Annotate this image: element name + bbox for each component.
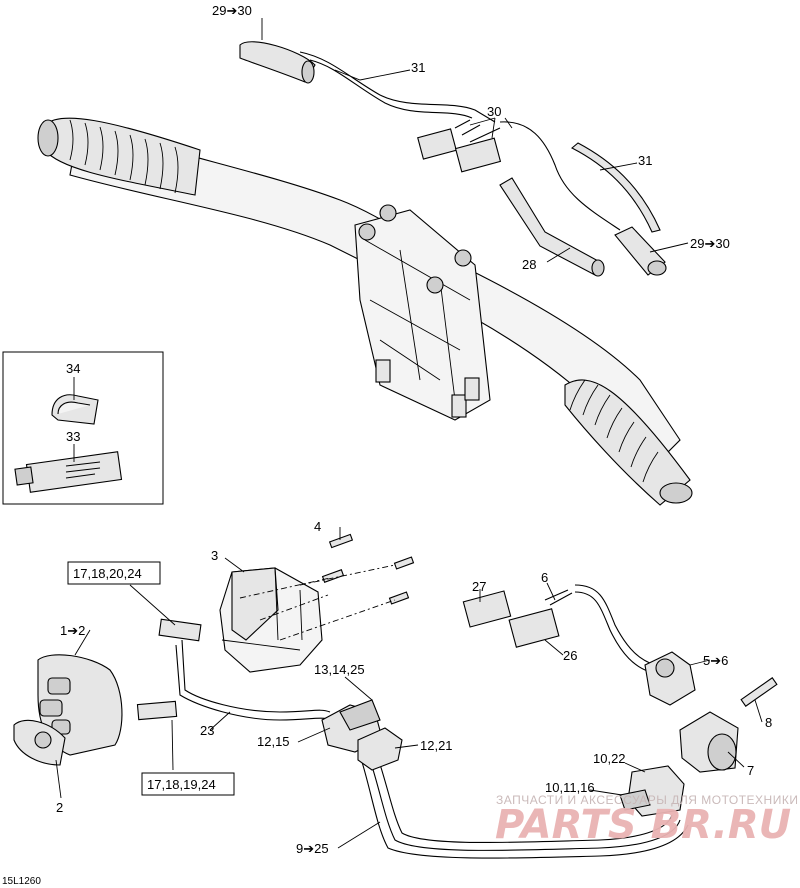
callout-28: 28 xyxy=(522,257,536,272)
grip-heater-element xyxy=(239,41,316,84)
callout-31-top: 31 xyxy=(411,60,425,75)
handlebar xyxy=(37,117,693,506)
callout-34: 34 xyxy=(66,361,80,376)
svg-text:17,18,20,24: 17,18,20,24 xyxy=(73,566,142,581)
callout-6: 6 xyxy=(541,570,548,585)
callout-12-21: 12,21 xyxy=(420,738,453,753)
housing-3 xyxy=(219,567,323,673)
callout-10-11-16: 10,11,16 xyxy=(545,780,595,795)
wiring-harness xyxy=(175,639,689,859)
handlebar-riser xyxy=(354,204,491,421)
watermark-logo: PARTS BR.RU xyxy=(495,802,791,848)
callout-12-15: 12,15 xyxy=(257,734,290,749)
throttle-lever-7 xyxy=(679,711,739,773)
callout-30: 30 xyxy=(487,104,501,119)
drawing-reference: 15L1260 xyxy=(2,876,41,887)
callout-1-2: 1➔2 xyxy=(60,623,85,638)
connectors-17-18 xyxy=(136,618,202,721)
boxed-callout-top: 17,18,20,24 xyxy=(67,561,161,585)
callout-31-right: 31 xyxy=(638,153,652,168)
callout-4: 4 xyxy=(314,519,321,534)
callout-27: 27 xyxy=(472,579,486,594)
connectors-26-27 xyxy=(462,589,573,648)
callout-33: 33 xyxy=(66,429,80,444)
callout-13-14-25: 13,14,25 xyxy=(314,662,365,677)
boxed-callout-bottom: 17,18,19,24 xyxy=(141,772,235,796)
callout-9-25: 9➔25 xyxy=(296,841,329,856)
callout-2: 2 xyxy=(56,800,63,815)
callout-3: 3 xyxy=(211,548,218,563)
watermark: ЗАПЧАСТИ И АКСЕССУАРЫ ДЛЯ МОТОТЕХНИКИ PA… xyxy=(495,793,798,848)
wire-31-top xyxy=(299,51,496,123)
callout-8: 8 xyxy=(765,715,772,730)
junction-connectors xyxy=(321,699,403,771)
switch-housing xyxy=(13,654,123,766)
svg-text:17,18,19,24: 17,18,19,24 xyxy=(147,777,216,792)
callout-29-30-top: 29➔30 xyxy=(212,3,252,18)
callout-labels: 29➔30 31 30 31 28 29➔30 34 33 4 3 1➔2 2 … xyxy=(56,3,772,856)
relay-10 xyxy=(619,765,685,817)
throttle-sensor-5 xyxy=(644,651,696,706)
callout-26: 26 xyxy=(563,648,577,663)
leader-lines xyxy=(55,18,763,849)
callout-7: 7 xyxy=(747,763,754,778)
connectors-30 xyxy=(417,119,502,173)
callout-5-6: 5➔6 xyxy=(703,653,728,668)
callout-29-30-right: 29➔30 xyxy=(690,236,730,251)
callout-10-22: 10,22 xyxy=(593,751,626,766)
bolts-4 xyxy=(239,533,415,641)
pin-8 xyxy=(740,677,778,707)
accessory-inset xyxy=(2,351,164,505)
watermark-text-line1: ЗАПЧАСТИ И АКСЕССУАРЫ ДЛЯ МОТОТЕХНИКИ xyxy=(496,793,798,807)
clip-34 xyxy=(51,394,99,425)
callout-23: 23 xyxy=(200,723,214,738)
